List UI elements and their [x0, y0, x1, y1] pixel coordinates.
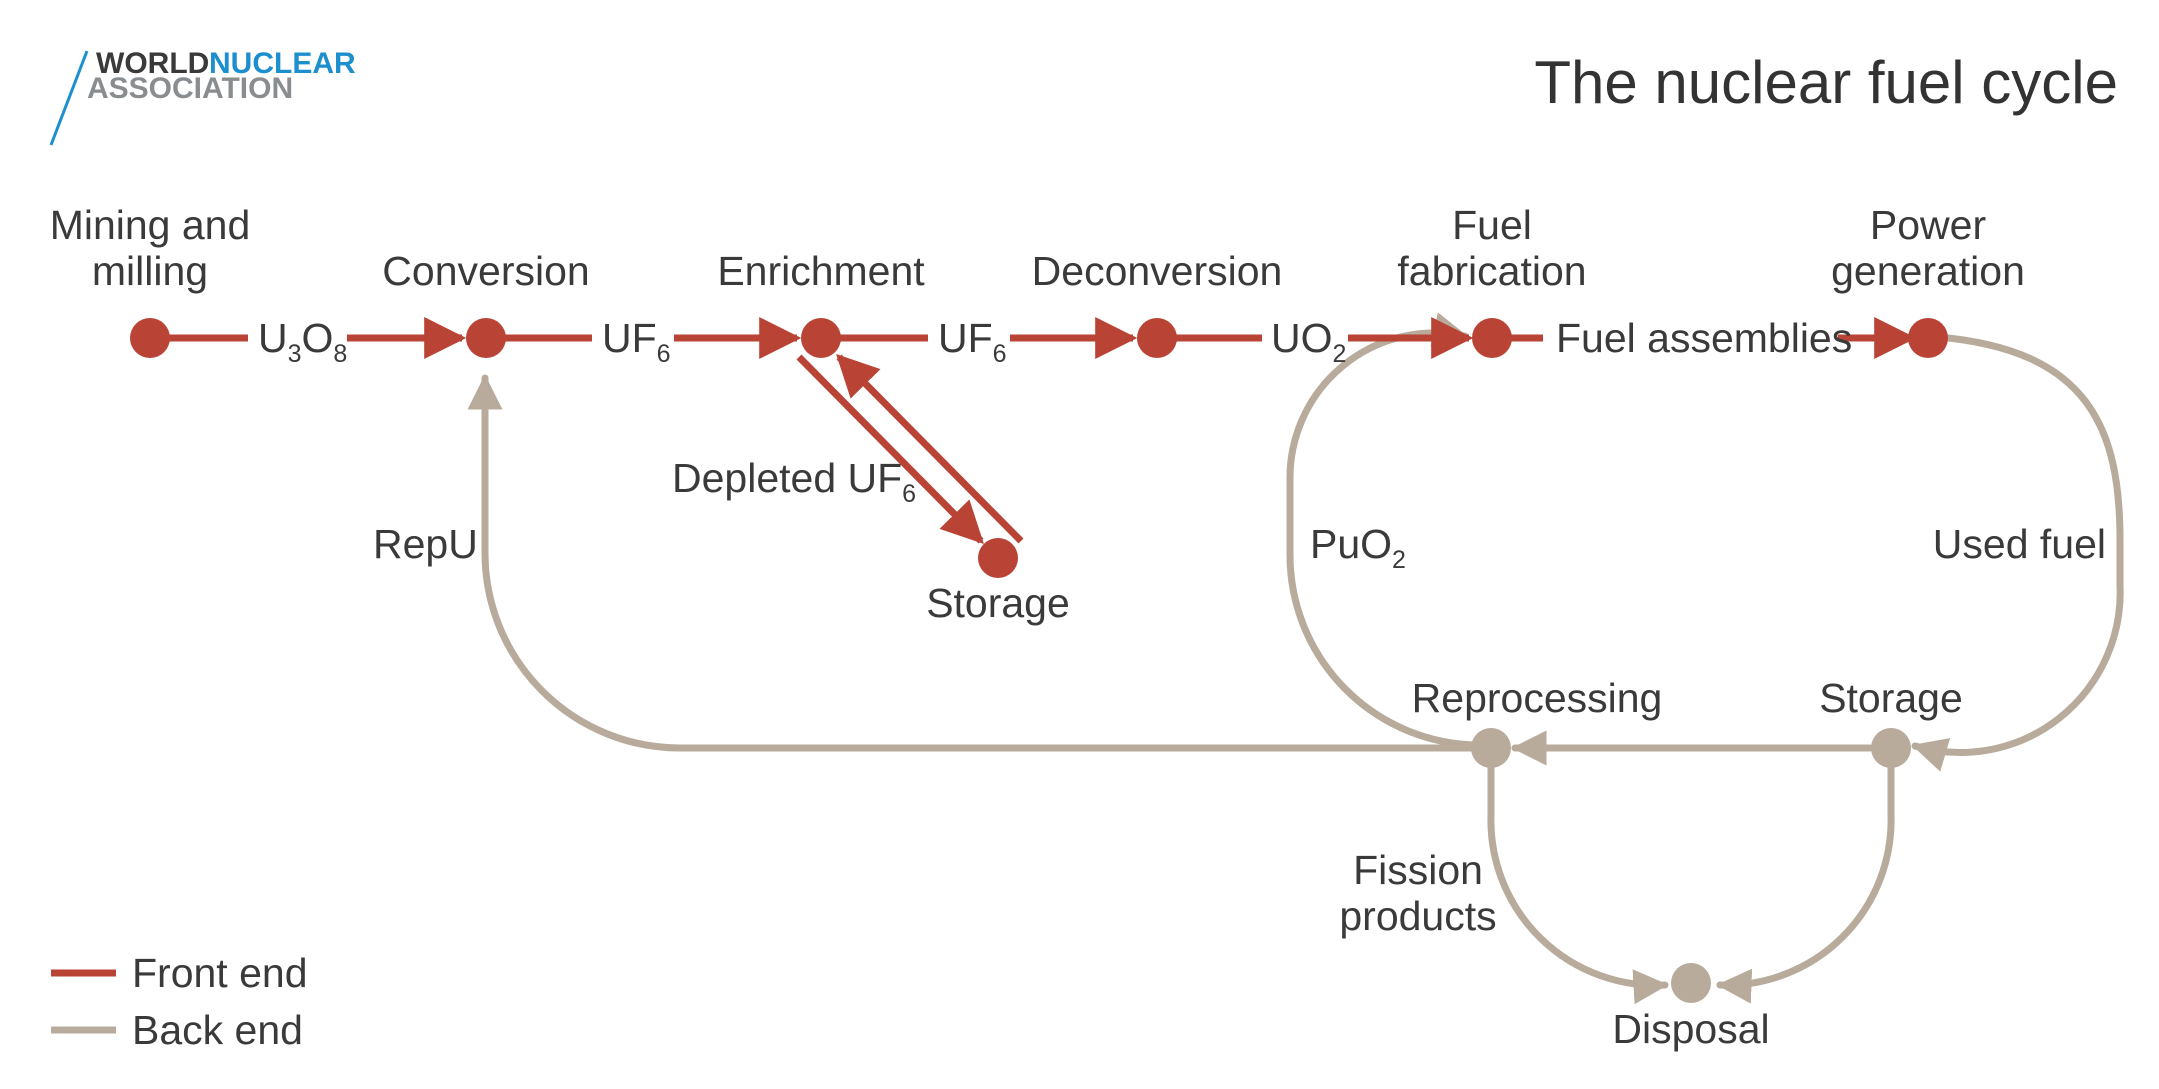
logo-association: ASSOCIATION: [87, 72, 293, 105]
node-disposal: [1671, 963, 1711, 1003]
label-deconversion: Deconversion: [1032, 248, 1283, 294]
label-storage-depleted: Storage: [926, 580, 1070, 626]
depleted-flow-down: [796, 354, 984, 544]
puo2-flow: [1286, 312, 1482, 749]
node-conversion: [466, 318, 506, 358]
flow-label-puo2: PuO2: [1310, 521, 1406, 574]
wna-logo: WORLD NUCLEAR ASSOCIATION: [49, 47, 356, 146]
flow-label-uf6-2: UF6: [938, 315, 1007, 368]
repu-flow: [467, 374, 1482, 752]
nodes: [130, 318, 1948, 1003]
label-storage-back: Storage: [1819, 675, 1963, 721]
stage-labels: Mining and milling Conversion Enrichment…: [50, 202, 2025, 1052]
legend: Front end Back end: [51, 950, 308, 1053]
node-fuel-fabrication: [1472, 318, 1512, 358]
label-power-2: generation: [1831, 248, 2025, 294]
node-mining: [130, 318, 170, 358]
flow-label-depleted: Depleted UF6: [672, 455, 916, 508]
page-title: The nuclear fuel cycle: [1534, 49, 2118, 116]
label-power-1: Power: [1870, 202, 1986, 248]
node-reprocessing: [1471, 728, 1511, 768]
label-fuel-fab-1: Fuel: [1452, 202, 1532, 248]
legend-back-label: Back end: [132, 1007, 303, 1053]
flow-label-uf6-1: UF6: [602, 315, 671, 368]
label-fuel-fab-2: fabrication: [1397, 248, 1586, 294]
legend-front-label: Front end: [132, 950, 308, 996]
flow-label-fission-1: Fission: [1353, 847, 1483, 893]
label-disposal: Disposal: [1612, 1006, 1769, 1052]
logo-slash: [49, 50, 89, 146]
fission-products-flow: [1487, 761, 1669, 1005]
node-power-generation: [1908, 318, 1948, 358]
label-conversion: Conversion: [382, 248, 589, 294]
depleted-flow-up: [836, 354, 1024, 544]
flow-label-used-fuel: Used fuel: [1933, 521, 2106, 567]
flow-labels: U3O8 UF6 UF6 UO2 Fuel assemblies Deplete…: [258, 315, 2106, 939]
flow-label-repu: RepU: [373, 521, 478, 567]
node-enrichment: [801, 318, 841, 358]
flow-label-uo2: UO2: [1271, 315, 1346, 368]
label-mining-1: Mining and: [50, 202, 251, 248]
node-deconversion: [1137, 318, 1177, 358]
flow-label-fuel-assemblies: Fuel assemblies: [1556, 315, 1852, 361]
label-mining-2: milling: [92, 248, 208, 294]
used-fuel-flow: [1911, 333, 2124, 772]
node-storage-back: [1871, 728, 1911, 768]
flow-label-fission-2: products: [1339, 893, 1496, 939]
front-end-flows: [150, 317, 1917, 544]
node-storage-depleted: [978, 538, 1018, 578]
logo-nuclear: NUCLEAR: [209, 47, 356, 80]
label-reprocessing: Reprocessing: [1412, 675, 1663, 721]
flow-label-u3o8: U3O8: [258, 315, 347, 368]
back-end-flows: [467, 312, 2124, 1005]
label-enrichment: Enrichment: [717, 248, 925, 294]
logo-world: WORLD: [96, 47, 209, 80]
storage-to-disposal-flow: [1716, 761, 1895, 1004]
